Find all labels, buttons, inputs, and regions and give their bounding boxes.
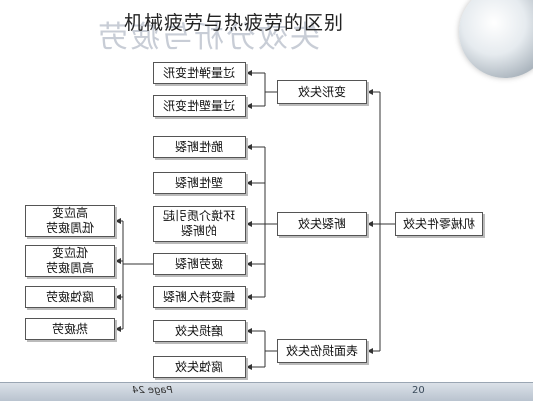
bottom-bar — [0, 382, 533, 401]
failure-subtype-0-1: 过量塑性变形 — [153, 95, 246, 117]
footer-text: Page 24 — [132, 385, 173, 396]
failure-subtype-1-4: 蠕变持久断裂 — [153, 286, 246, 308]
fatigue-subtype-2: 腐蚀疲劳 — [25, 286, 115, 308]
failure-subtype-1-3: 疲劳断裂 — [153, 253, 246, 275]
root-node: 机械零件失效 — [395, 212, 483, 236]
failure-type-0: 变形失效 — [277, 80, 367, 104]
fatigue-subtype-3: 热疲劳 — [25, 318, 115, 340]
fatigue-subtype-1: 低应变 高周疲劳 — [25, 245, 115, 277]
slide-title: 机械疲劳与热疲劳的区别 — [124, 12, 345, 34]
failure-subtype-0-0: 过量弹性变形 — [153, 62, 246, 84]
failure-subtype-1-0: 脆性断裂 — [153, 136, 246, 158]
failure-subtype-1-1: 塑性断裂 — [153, 172, 246, 194]
fatigue-subtype-0: 高应变 低周疲劳 — [25, 205, 115, 237]
failure-subtype-1-2: 环境介质引起 的断裂 — [153, 206, 246, 242]
page-number: 20 — [412, 385, 425, 396]
failure-type-2: 表面损伤失效 — [277, 339, 367, 363]
failure-type-1: 断裂失效 — [277, 212, 367, 236]
failure-subtype-2-0: 磨损失效 — [153, 320, 246, 342]
failure-subtype-2-1: 腐蚀失效 — [153, 356, 246, 378]
